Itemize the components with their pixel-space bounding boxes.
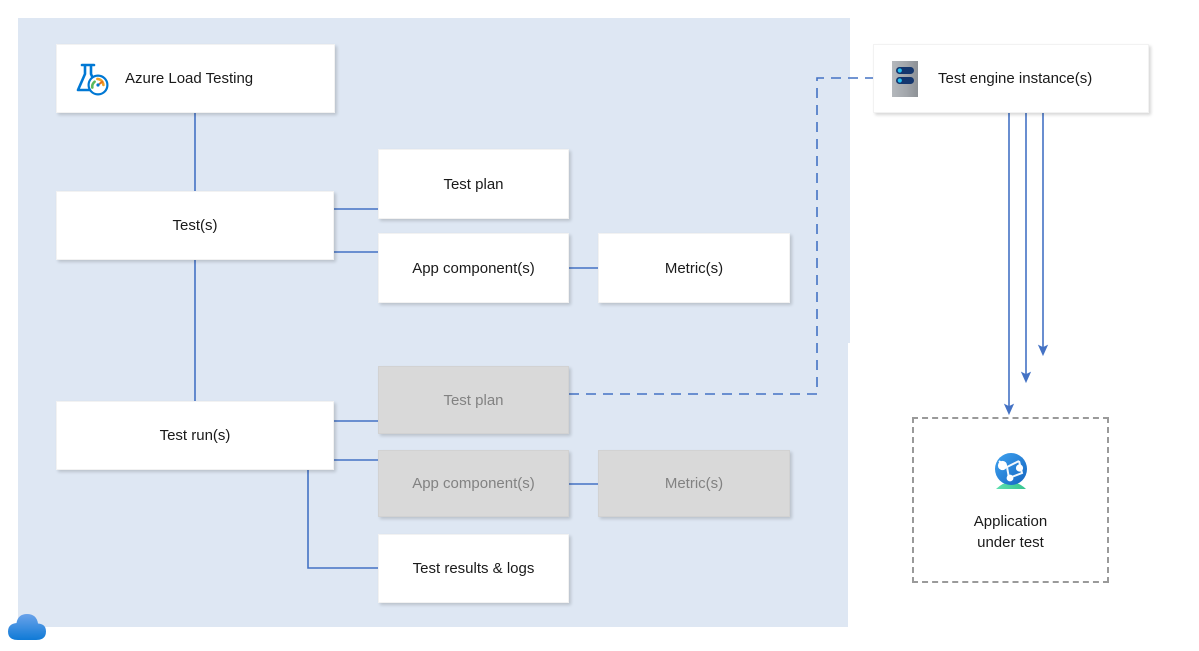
globe-network-icon [985, 447, 1037, 499]
node-app-components-snapshot[interactable]: App component(s) [378, 450, 569, 517]
node-tests[interactable]: Test(s) [56, 191, 334, 260]
node-label: Test engine instance(s) [938, 70, 1093, 87]
node-test-plan-snapshot[interactable]: Test plan [378, 366, 569, 434]
server-instance-icon [888, 59, 922, 99]
node-test-engine-instances[interactable]: Test engine instance(s) [873, 44, 1149, 113]
node-test-results-logs[interactable]: Test results & logs [378, 534, 569, 603]
azure-service-boundary-panel [18, 18, 850, 627]
node-test-runs[interactable]: Test run(s) [56, 401, 334, 470]
zone-application-under-test[interactable]: Application under test [912, 417, 1109, 583]
zone-label: Application under test [974, 511, 1047, 553]
node-label: Azure Load Testing [125, 70, 254, 87]
node-label: Test results & logs [412, 560, 535, 577]
cloud-icon [6, 609, 52, 643]
node-label: Test(s) [172, 217, 218, 234]
node-label: Metric(s) [664, 475, 724, 492]
node-label: Metric(s) [664, 259, 724, 277]
node-label: Test plan [443, 391, 504, 409]
wire-test-plan-to-engines-dashed [569, 77, 873, 395]
node-label: Test plan [443, 175, 504, 193]
node-azure-load-testing[interactable]: Azure Load Testing [56, 44, 335, 113]
node-label: App component(s) [412, 475, 535, 492]
customer-environment-panel [848, 343, 1199, 627]
zone-label-line2: under test [977, 534, 1044, 551]
node-metrics[interactable]: Metric(s) [598, 233, 790, 303]
node-test-plan[interactable]: Test plan [378, 149, 569, 219]
node-metrics-snapshot[interactable]: Metric(s) [598, 450, 790, 517]
node-label: Test run(s) [159, 427, 231, 444]
node-app-components[interactable]: App component(s) [378, 233, 569, 303]
wire-testruns-to-results [307, 470, 378, 569]
zone-label-line1: Application [973, 513, 1048, 530]
flask-gauge-icon [71, 60, 109, 98]
node-label: App component(s) [412, 259, 535, 277]
